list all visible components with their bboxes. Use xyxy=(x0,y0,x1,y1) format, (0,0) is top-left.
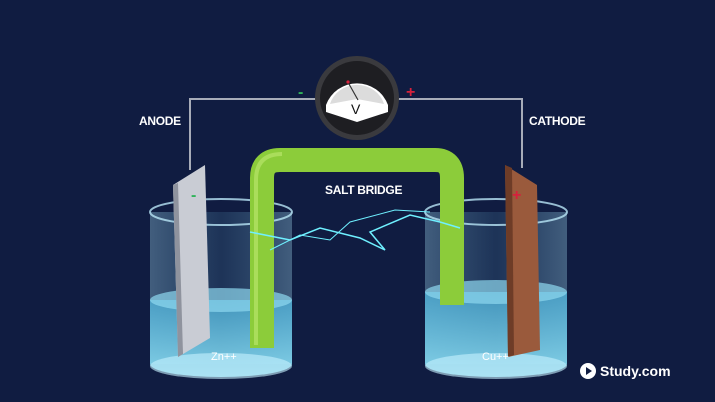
cathode-sign: + xyxy=(512,187,522,204)
voltmeter-positive-sign: + xyxy=(406,84,416,101)
anode-sign: - xyxy=(191,187,197,204)
salt-bridge-label: SALT BRIDGE xyxy=(325,183,403,197)
electron-flow xyxy=(249,214,461,251)
anode-label: ANODE xyxy=(139,114,181,128)
voltmeter xyxy=(315,56,399,140)
play-icon xyxy=(580,363,596,379)
cathode-label: CATHODE xyxy=(529,114,586,128)
voltmeter-unit: V xyxy=(351,101,361,117)
copper-electrode xyxy=(505,165,540,357)
zinc-ion-label: Zn++ xyxy=(211,351,237,363)
voltmeter-negative-sign: - xyxy=(298,84,304,101)
logo-text: Study.com xyxy=(600,363,671,379)
zinc-electrode xyxy=(173,165,210,357)
study-com-logo: Study.com xyxy=(580,363,671,379)
copper-ion-label: Cu++ xyxy=(482,351,509,363)
salt-bridge xyxy=(250,148,464,348)
